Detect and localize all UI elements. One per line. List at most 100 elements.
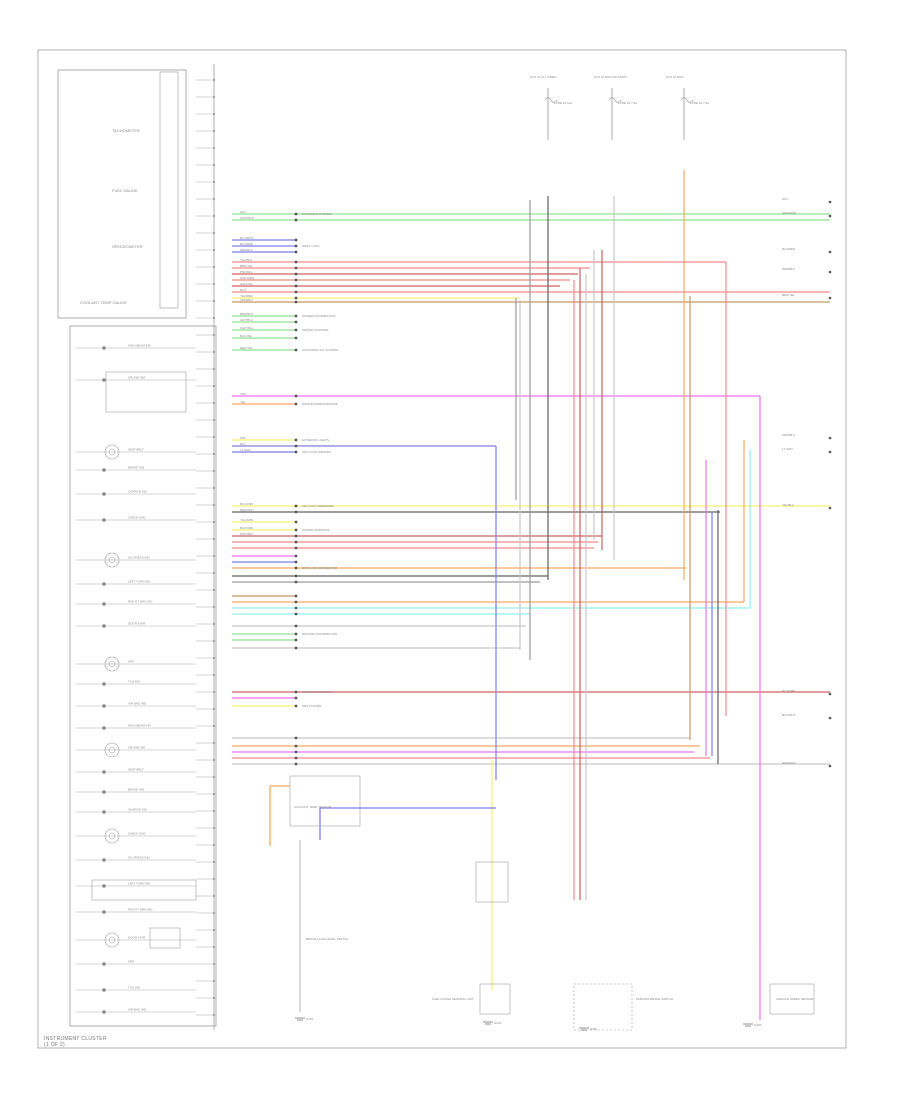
pin-dot	[213, 147, 215, 149]
splice-dot	[294, 278, 298, 282]
sensor-box	[475, 861, 509, 903]
relay-box	[105, 371, 187, 413]
caption-title: INSTRUMENT CLUSTER	[44, 1036, 107, 1042]
lamp-icon	[102, 624, 106, 628]
splice-dot	[294, 510, 298, 514]
splice-dot	[294, 534, 298, 538]
fuse-icon	[544, 97, 558, 103]
splice-dot	[294, 574, 298, 578]
pin-dot	[213, 487, 215, 489]
terminal-dot	[828, 214, 832, 218]
lamp-icon	[102, 346, 106, 350]
pin-dot	[213, 181, 215, 183]
pin-dot	[213, 164, 215, 166]
indicator-label: LEFT TURN IND	[128, 882, 151, 886]
wire-color-label: YEL/BLU	[240, 258, 252, 262]
pin-dot	[213, 300, 215, 302]
lamp-icon	[102, 962, 106, 966]
splice-dot	[294, 314, 298, 318]
pin-dot	[213, 946, 215, 948]
component-label: PARKING BRAKE SWITCH	[636, 997, 673, 1001]
indicator-label: SRS	[128, 960, 134, 964]
splice-dot	[294, 736, 298, 740]
splice-dot	[294, 272, 298, 276]
wire-color-label: BLK/ORN	[240, 526, 253, 530]
wire-color-label: GRN/WHT	[240, 216, 254, 220]
indicator-label: HIGH BEAM IND	[128, 344, 152, 348]
pin-dot	[213, 470, 215, 472]
lamp-icon	[102, 492, 106, 496]
splice-dot	[294, 540, 298, 544]
pin-dot	[213, 776, 215, 778]
gauge-cluster-box: TACHOMETER FUEL GAUGE SPEEDOMETER COOLAN…	[57, 69, 187, 319]
wire-color-label: BRN/BLK	[240, 312, 253, 316]
system-label: ENGINE PERFORMANCE	[302, 402, 338, 406]
hot-label: HOT AT ALL TIMES	[530, 75, 556, 79]
lamp-icon	[102, 858, 106, 862]
splice-dot	[294, 300, 298, 304]
splice-dot	[294, 284, 298, 288]
indicator-label: CHARGE IND	[128, 490, 148, 494]
ground-label: G401	[590, 1027, 598, 1031]
splice-dot	[294, 638, 298, 642]
indicator-label: TCS IND	[128, 986, 141, 990]
pin-dot	[213, 997, 215, 999]
right-terminals: GRYGRN/WHTBLU/REDRED/BLKBRN/YELORN/BLULT…	[782, 197, 832, 768]
system-label: KEY LOCK REMINDER	[302, 504, 335, 508]
system-label: SHIFT LOCK	[302, 244, 320, 248]
pin-dot	[213, 844, 215, 846]
lamp-icon	[102, 770, 106, 774]
pin-dot	[213, 691, 215, 693]
indicator-label: BRAKE IND	[128, 466, 145, 470]
system-label: CHARGING SYSTEM	[302, 212, 332, 216]
pin-dot	[213, 555, 215, 557]
indicator-label: BRAKE IND	[128, 788, 145, 792]
splice-dot	[294, 756, 298, 760]
splice-dot	[294, 266, 298, 270]
fuse-label: FUSE 10 7.5A	[690, 101, 709, 105]
wire-color-label: GRN/YEL	[240, 282, 254, 286]
indicator-label: SEAT BELT	[128, 768, 144, 772]
pin-dot	[213, 827, 215, 829]
terminal-label: BLU/WHT	[782, 713, 796, 717]
pin-dot	[213, 504, 215, 506]
splice-dot	[294, 560, 298, 564]
splice-dot	[294, 212, 298, 216]
terminal-label: ORN/BLU	[782, 433, 795, 437]
terminal-dot	[828, 436, 832, 440]
system-label: POWER WINDOWS	[302, 528, 329, 532]
terminal-label: YEL/BLU	[782, 503, 794, 507]
gauge-lamp-icon	[104, 742, 120, 758]
indicator-label: CHECK ENG	[128, 832, 147, 836]
ground-label: G101	[306, 1017, 314, 1021]
wire-color-label: PNK/BLU	[240, 270, 253, 274]
module-dashed	[573, 983, 633, 1031]
wire-color-label: GRY	[240, 210, 246, 214]
hot-label: HOT IN RUN	[666, 75, 683, 79]
component-label: FUEL GAUGE SENDING UNIT	[432, 997, 474, 1001]
indicator-label: AIR BAG IND	[128, 1008, 147, 1012]
pin-dot	[213, 657, 215, 659]
indicator-label: HIGH BEAM IND	[128, 724, 152, 728]
gauge-lamp-icon	[104, 444, 120, 460]
diagram-frame	[37, 49, 847, 1049]
hot-label: HOT IN RUN OR START	[594, 75, 627, 79]
terminal-dot	[828, 450, 832, 454]
component-label: BRAKE FLUID LEVEL SWITCH	[306, 937, 348, 941]
lamp-icon	[102, 582, 106, 586]
wire-color-label: RED/WHT	[240, 508, 254, 512]
indicator-label: CHECK ENG	[128, 516, 147, 520]
pin-dot	[213, 623, 215, 625]
wire-color-label: YEL/GRN	[240, 518, 253, 522]
cluster-label: SPEEDOMETER	[112, 244, 143, 249]
splice-dot	[294, 348, 298, 352]
gauge-lamp-inner	[108, 660, 116, 668]
fuse-icon	[680, 97, 694, 103]
wire-color-label: WHT/BLK	[240, 532, 253, 536]
connector-column	[196, 64, 215, 1030]
sensor-box	[769, 983, 815, 1015]
module-box	[91, 879, 197, 901]
system-label: GROUND DISTRIBUTION	[302, 632, 337, 636]
pin-dot	[213, 113, 215, 115]
wire-color-label: BLU/RED	[240, 242, 254, 246]
